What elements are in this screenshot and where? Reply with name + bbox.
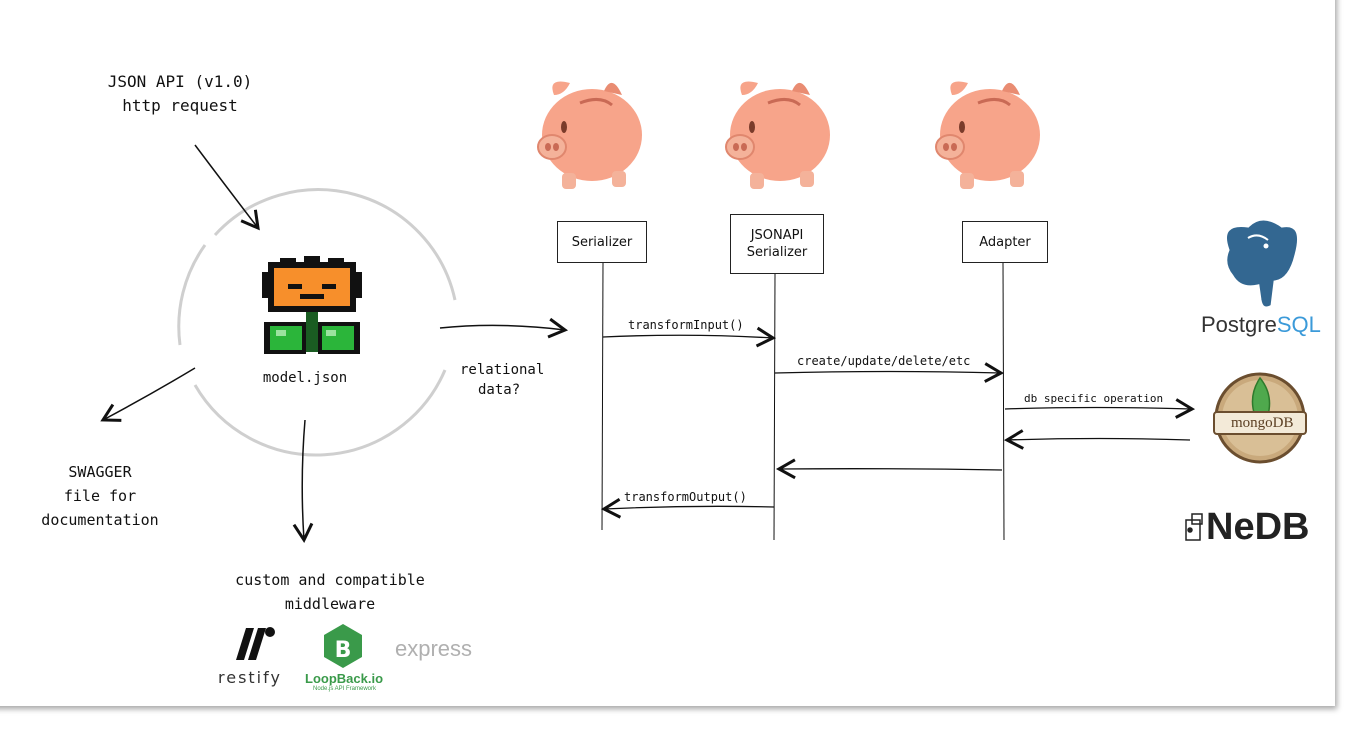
swagger-line-2: file for xyxy=(63,487,137,505)
lifeline-jsonapi-serializer xyxy=(773,273,776,541)
postgresql-logo-icon xyxy=(1224,217,1300,310)
restify-logo-icon xyxy=(236,627,275,660)
serializer-label: Serializer xyxy=(571,234,633,250)
model-label: model.json xyxy=(262,370,348,386)
transform-output-label: transformOutput() xyxy=(624,490,747,504)
paper-background xyxy=(0,0,1335,706)
adapter-label: Adapter xyxy=(979,234,1031,250)
relational-label: relational data? xyxy=(460,360,544,400)
loopback-logo-icon: B xyxy=(324,624,362,668)
postgresql-text: PostgreSQL xyxy=(1201,312,1321,338)
adapter-box: Adapter xyxy=(962,221,1048,263)
swagger-line-3: documentation xyxy=(41,511,159,529)
db-op-arrow xyxy=(1004,398,1196,419)
transform-output-arrow xyxy=(600,497,775,519)
loopback-text: LoopBack.io xyxy=(305,671,384,686)
middleware-label: custom and compatible middleware xyxy=(190,568,470,616)
piggy-bank-icon xyxy=(725,81,830,189)
middleware-arrow xyxy=(292,419,314,544)
model-circle xyxy=(177,188,457,457)
swagger-line-1: SWAGGER xyxy=(68,463,132,481)
cud-label: create/update/delete/etc xyxy=(797,354,971,368)
db-op-label: db specific operation xyxy=(1024,392,1164,405)
transform-input-label: transformInput() xyxy=(628,318,744,332)
pixel-flower-icon xyxy=(262,256,362,354)
relational-line-1: relational xyxy=(460,362,545,378)
db-return-arrow xyxy=(1003,429,1191,450)
jsonapi-serializer-label-1: JSONAPI xyxy=(750,228,804,243)
adapter-return-arrow xyxy=(775,458,1003,480)
middleware-line-1: custom and compatible xyxy=(235,571,425,589)
postgresql-text-b: SQL xyxy=(1276,312,1321,337)
express-text: express xyxy=(395,636,473,661)
swagger-label: SWAGGER file for documentation xyxy=(10,460,190,532)
request-line-1: JSON API (v1.0) xyxy=(107,72,253,91)
piggy-bank-icon xyxy=(537,81,642,189)
lifeline-serializer xyxy=(601,261,604,531)
svg-text:B: B xyxy=(335,638,352,663)
jsonapi-serializer-box: JSONAPI Serializer xyxy=(730,214,824,274)
serializer-box: Serializer xyxy=(557,221,647,263)
mongodb-text: mongoDB xyxy=(1231,415,1294,431)
relational-arrow xyxy=(439,317,569,339)
request-arrow xyxy=(194,144,260,231)
cud-arrow xyxy=(774,362,1005,383)
swagger-arrow xyxy=(100,367,196,422)
nedb-puzzle-icon xyxy=(1185,513,1203,541)
restify-text: restify xyxy=(218,668,282,687)
request-label: JSON API (v1.0) http request xyxy=(80,70,280,118)
nedb-text: NeDB xyxy=(1206,506,1310,548)
middleware-line-2: middleware xyxy=(284,595,376,613)
lifeline-adapter xyxy=(1002,261,1005,541)
piggy-bank-icon xyxy=(935,81,1040,189)
postgresql-text-a: Postgre xyxy=(1201,312,1277,337)
jsonapi-serializer-label-2: Serializer xyxy=(746,245,808,260)
loopback-subtext: Node.js API Framework xyxy=(313,686,377,692)
mongodb-logo-icon xyxy=(1213,372,1307,464)
transform-input-arrow xyxy=(602,326,777,348)
relational-line-2: data? xyxy=(478,382,521,398)
request-line-2: http request xyxy=(122,96,238,115)
